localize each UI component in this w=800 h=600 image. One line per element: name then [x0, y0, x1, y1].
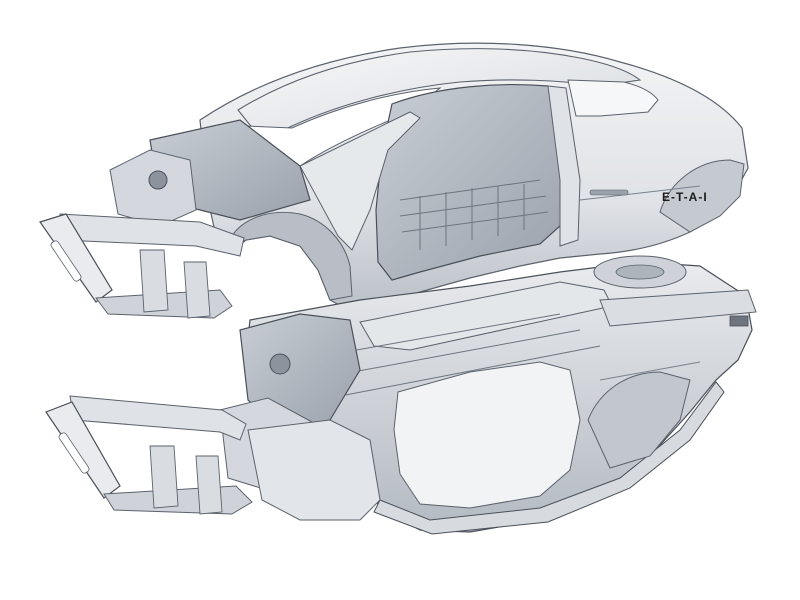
door-opening — [375, 83, 567, 281]
upper-body-structure — [199, 42, 749, 313]
roof-panel — [237, 48, 642, 141]
spare-wheel-well-inner — [615, 264, 665, 280]
lower-mount-hole — [269, 353, 291, 375]
interior-floor-ribs — [399, 179, 549, 250]
rear-wheel-arch-lower — [587, 371, 691, 469]
lower-longitudinal-rail — [69, 395, 247, 441]
front-wheelhouse — [225, 211, 353, 301]
bumper-beam-slot — [50, 240, 82, 282]
a-pillar — [299, 111, 421, 251]
front-frame-lower — [45, 313, 381, 521]
front-frame-upper — [39, 119, 311, 319]
b-pillar — [547, 85, 581, 247]
body-side-character-line — [579, 185, 701, 201]
lower-side-character-line — [599, 361, 701, 381]
front-apron — [247, 419, 381, 521]
rear-wheel-arch — [659, 159, 745, 233]
rocker-sill — [373, 381, 725, 535]
rear-member-slot — [729, 315, 749, 327]
watermark-text: E-T-A-I — [662, 190, 708, 204]
lower-side-frame-opening — [393, 361, 581, 509]
lower-rail-bracket — [195, 455, 223, 515]
rail-bracket — [139, 249, 169, 313]
rear-longitudinal-member — [599, 289, 757, 327]
door-handle-recess — [589, 189, 629, 196]
strut-mount-hole — [148, 170, 168, 190]
lower-rail-bracket — [149, 445, 179, 509]
rear-quarter-window-opening — [567, 79, 659, 117]
lower-bumper-beam-slot — [58, 432, 90, 474]
rail-bracket — [183, 261, 211, 319]
